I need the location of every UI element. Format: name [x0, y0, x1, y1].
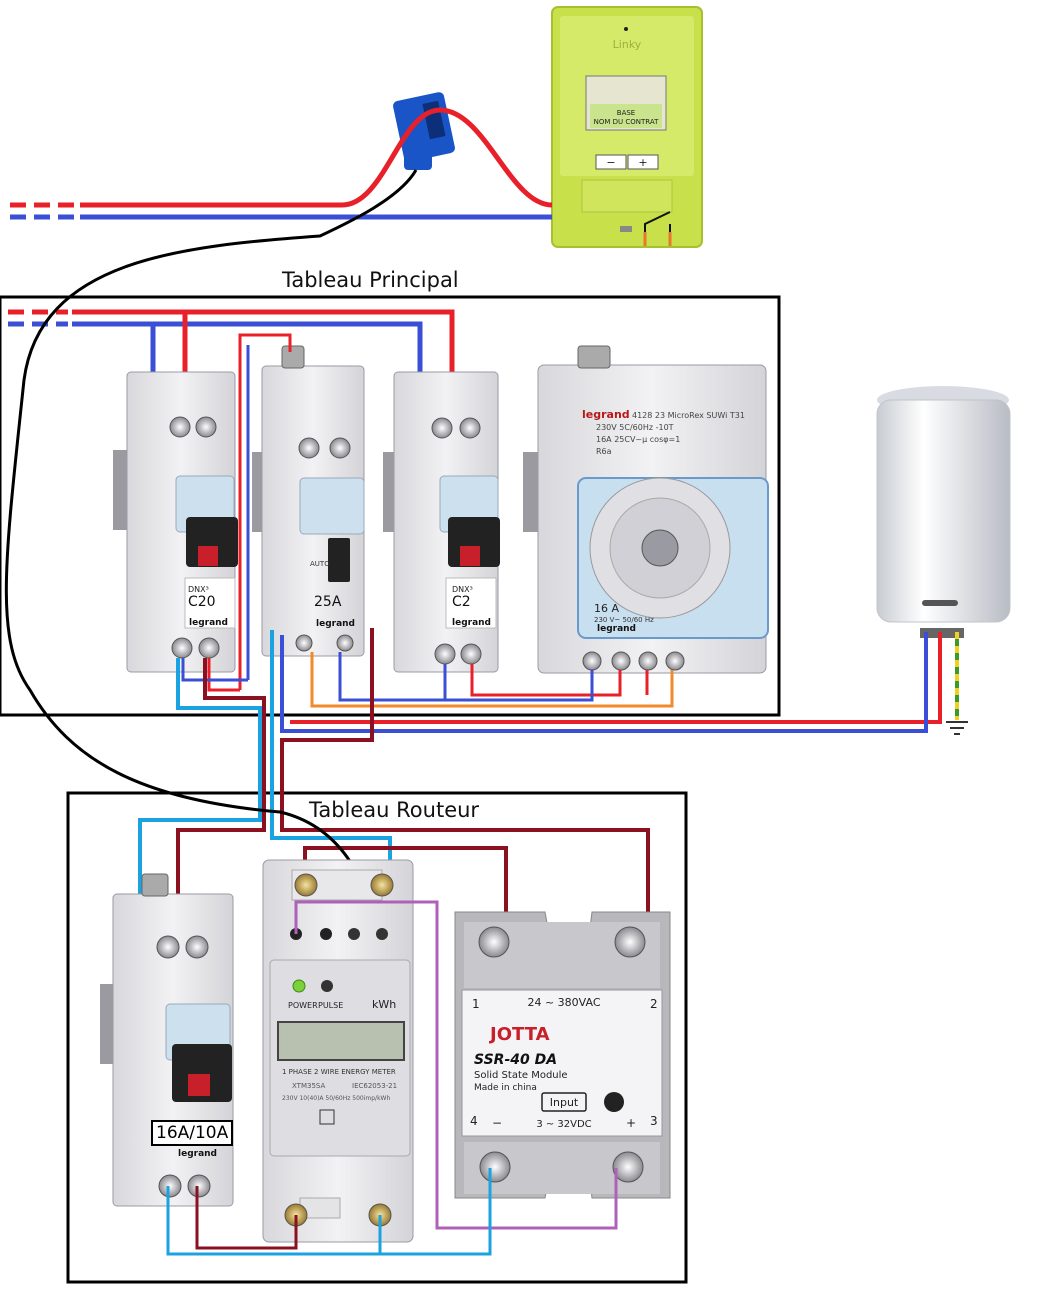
current-clamp-sensor [393, 92, 455, 170]
ssr-dc-range: 3 ~ 32VDC [536, 1119, 591, 1130]
linky-screen-line1: BASE [617, 109, 635, 117]
meter-spec: 230V 10(40)A 50/60Hz 500imp/kWh [282, 1095, 390, 1102]
timer-switch [523, 345, 769, 674]
meter-title: 1 PHASE 2 WIRE ENERGY METER [282, 1068, 396, 1076]
timer-brand-bottom: legrand [597, 624, 636, 634]
clamp-signal-wire [4, 169, 418, 931]
meter-standard: IEC62053-21 [352, 1082, 397, 1090]
contactor-25a [252, 345, 365, 657]
main-panel-frame [0, 295, 781, 717]
incoming-supply-wires [10, 107, 553, 220]
ssr-input-label: Input [550, 1096, 579, 1109]
linky-minus-button: − [606, 156, 615, 169]
ssr-pin2: 2 [650, 997, 658, 1011]
main-bus-wires [8, 309, 455, 392]
ssr-desc: Solid State Module [474, 1070, 568, 1081]
breaker-c2-brand: legrand [452, 618, 491, 628]
ssr-plus: + [626, 1116, 636, 1130]
ssr-pin1: 1 [472, 997, 480, 1011]
router-breaker-rating-tag: 16A/10A [151, 1120, 234, 1146]
energy-meter [262, 859, 414, 1243]
ssr-ac-range: 24 ~ 380VAC [527, 996, 600, 1009]
linky-brand: Linky [613, 38, 642, 51]
breaker-c20-brand: legrand [189, 618, 228, 628]
meter-model: XTM35SA [292, 1082, 325, 1090]
breaker-c20 [113, 371, 238, 673]
breaker-c20-model: DNX³ [188, 585, 209, 594]
router-panel-frame [66, 791, 688, 1284]
timer-spec1: 230V 5C/60Hz -10T [596, 423, 674, 432]
timer-spec2: 16A 25CV~μ cosφ=1 [596, 435, 680, 444]
main-panel-title: Tableau Principal [282, 268, 459, 292]
timer-rating: 16 A [594, 602, 619, 615]
breaker-c2-rating: C2 [452, 594, 471, 610]
timer-ref: 4128 23 MicroRex SUWi T31 [632, 411, 745, 420]
water-heater-wires [280, 632, 968, 735]
ssr-minus: − [492, 1116, 502, 1130]
meter-power-label: POWER [288, 1001, 318, 1010]
main-panel-wiring [181, 333, 674, 708]
linky-meter [551, 6, 703, 248]
linky-plus-button: + [638, 156, 647, 169]
solid-state-relay [454, 911, 671, 1199]
ssr-brand: JOTTA [488, 1024, 550, 1045]
ssr-model: SSR-40 DA [474, 1052, 557, 1068]
breaker-c2 [383, 371, 500, 673]
meter-pulse-label: PULSE [318, 1001, 343, 1010]
timer-brand: legrand [582, 408, 630, 421]
breaker-c20-rating: C20 [188, 594, 216, 610]
router-panel-title: Tableau Routeur [309, 798, 480, 822]
contactor-rating: 25A [314, 594, 342, 610]
router-breaker-brand: legrand [178, 1149, 217, 1159]
linky-screen-line2: NOM DU CONTRAT [594, 118, 659, 126]
breaker-c2-model: DNX³ [452, 585, 473, 594]
router-panel-wiring [166, 900, 618, 1256]
ssr-pin3: 3 [650, 1114, 658, 1128]
meter-unit: kWh [372, 998, 396, 1011]
ssr-pin4: 4 [470, 1114, 478, 1128]
timer-spec3: R6a [596, 447, 612, 456]
timer-rating-sub: 230 V~ 50/60 Hz [594, 616, 654, 624]
contactor-auto-label: AUTO [310, 560, 330, 568]
water-heater [876, 386, 1011, 638]
contactor-brand: legrand [316, 619, 355, 629]
ssr-origin: Made in china [474, 1083, 537, 1093]
